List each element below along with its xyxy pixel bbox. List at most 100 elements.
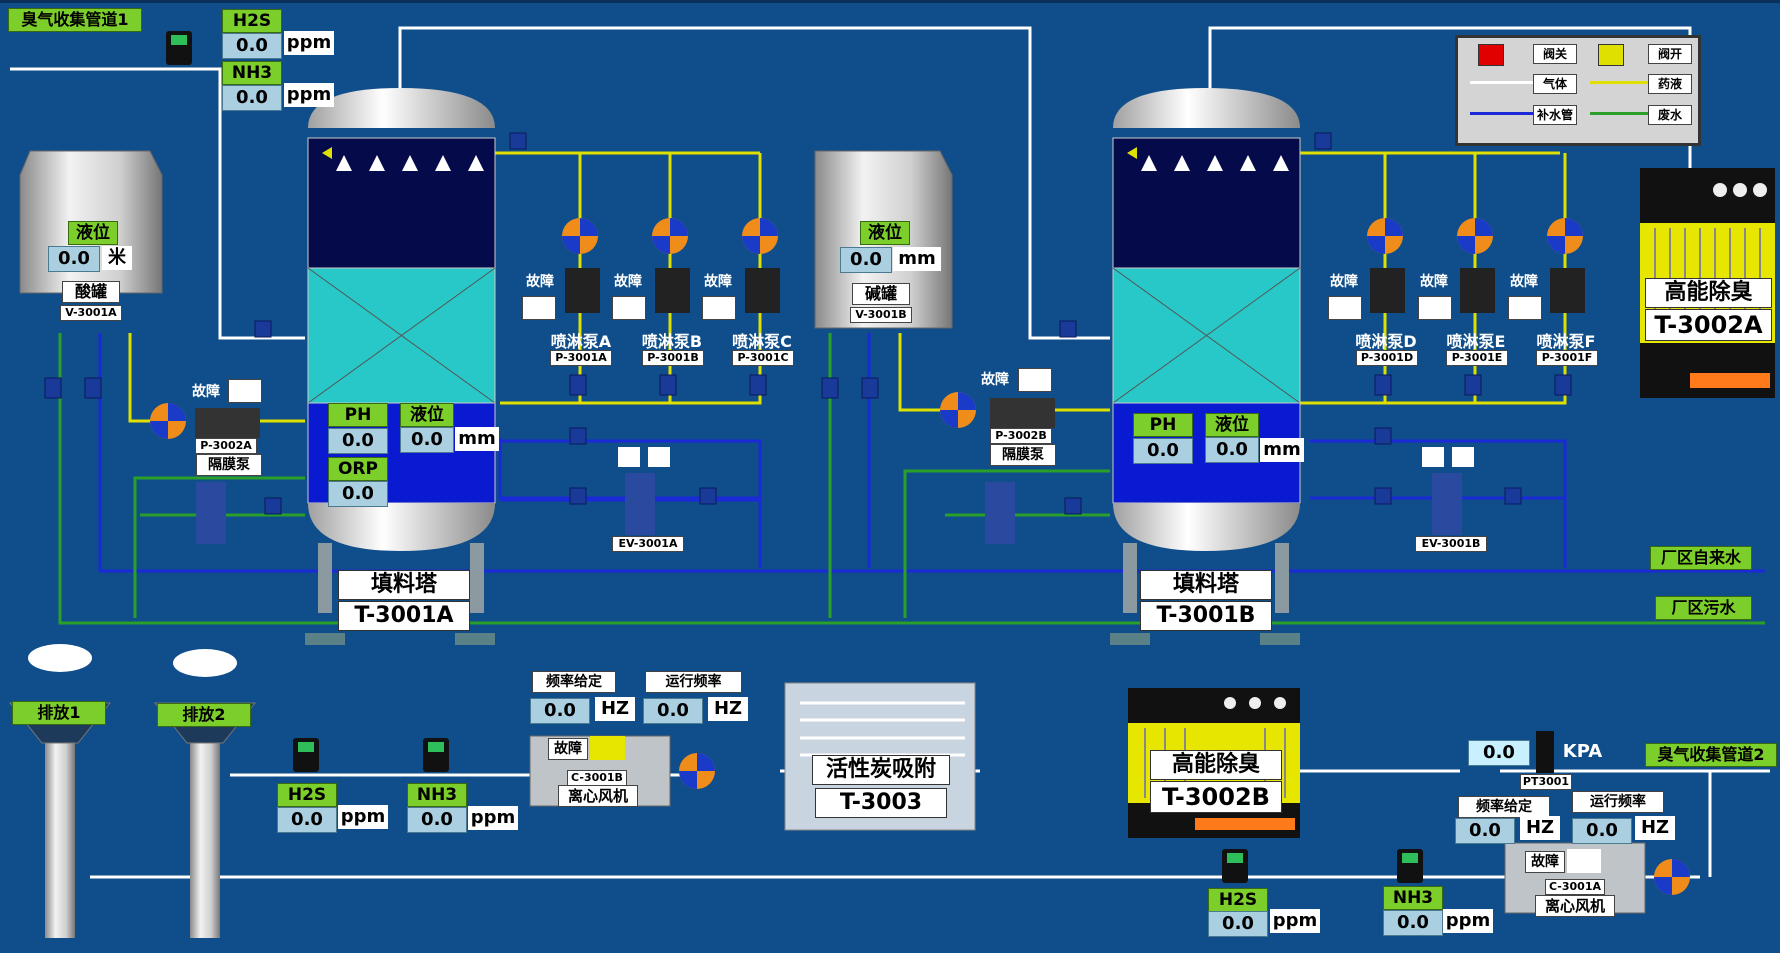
h2s-analyzer-icon — [166, 31, 192, 65]
alkali-level-label: 液位 — [860, 221, 910, 245]
pump-f-tag: P-3001F — [1536, 350, 1598, 366]
pump-a-fault-indicator — [522, 296, 556, 320]
inlet-nh3-unit: ppm — [284, 83, 334, 107]
pump-b-name: 喷淋泵B — [641, 332, 703, 351]
carbon-tag: T-3003 — [815, 788, 947, 818]
inlet-nh3-value: 0.0 — [222, 85, 282, 111]
pump-a-name: 喷淋泵A — [550, 332, 612, 351]
fan1-freq-run-value: 0.0 — [643, 698, 703, 724]
tower-b-level-value: 0.0 — [1205, 437, 1259, 463]
diaphragm-a-fault-label: 故障 — [192, 384, 220, 400]
pump-f-fault-label: 故障 — [1510, 274, 1538, 290]
ev-b-tag: EV-3001B — [1415, 536, 1487, 552]
tower-b-level-unit: mm — [1260, 438, 1304, 462]
pump-b-fault-indicator — [612, 296, 646, 320]
fan1-freq-set-label: 频率给定 — [532, 671, 616, 693]
alkali-tank-name: 碱罐 — [852, 283, 910, 305]
acid-tank-name: 酸罐 — [62, 281, 120, 303]
ev-a-indicator-2 — [648, 447, 670, 467]
fan1-freq-run-unit: HZ — [708, 697, 748, 721]
fan2-status-indicator — [1567, 849, 1601, 873]
alkali-tank-tag: V-3001B — [850, 307, 912, 323]
pump-d-tag: P-3001D — [1356, 350, 1418, 366]
tower-a-ph-label: PH — [328, 403, 388, 427]
sewage-label: 厂区污水 — [1655, 596, 1752, 620]
mid-h2s-analyzer-icon — [1222, 849, 1248, 883]
mid-h2s-label: H2S — [1208, 888, 1268, 912]
tower-a-level-value: 0.0 — [400, 427, 454, 453]
waste-line-swatch — [1590, 112, 1672, 115]
diaphragm-a-fault-indicator — [228, 379, 262, 403]
outlet-nh3-label: NH3 — [407, 783, 467, 807]
fan1-name: 离心风机 — [558, 785, 638, 807]
pump-c-fault-label: 故障 — [704, 274, 732, 290]
fan1-freq-set-unit: HZ — [595, 697, 635, 721]
tower-a-tag: T-3001A — [338, 601, 470, 631]
acid-level-label: 液位 — [68, 221, 118, 245]
mid-h2s-unit: ppm — [1270, 909, 1320, 933]
pump-d-name: 喷淋泵D — [1355, 332, 1417, 351]
tower-a-orp-label: ORP — [328, 457, 388, 481]
mid-nh3-value: 0.0 — [1383, 910, 1443, 936]
pressure-transmitter-icon — [1536, 731, 1554, 773]
outlet-nh3-unit: ppm — [468, 806, 518, 830]
tower-b-name: 填料塔 — [1140, 570, 1272, 600]
pump-c-fault-indicator — [702, 296, 736, 320]
alkali-level-value: 0.0 — [840, 247, 892, 273]
mid-nh3-unit: ppm — [1443, 909, 1493, 933]
legend-chemical: 药液 — [1648, 74, 1692, 94]
fan1-tag: C-3001B — [567, 770, 627, 786]
valve-closed-swatch — [1478, 44, 1504, 66]
tower-b-ph-value: 0.0 — [1133, 438, 1193, 464]
pump-b-tag: P-3001B — [642, 350, 704, 366]
deodor-a-tag: T-3002A — [1645, 309, 1772, 341]
pump-c-name: 喷淋泵C — [732, 332, 792, 351]
tower-a-level-unit: mm — [455, 427, 499, 451]
fan2-fault-label: 故障 — [1525, 851, 1565, 873]
deodor-b-name: 高能除臭 — [1150, 750, 1282, 780]
tower-b-ph-label: PH — [1133, 413, 1193, 437]
ev-b-indicator-1 — [1422, 447, 1444, 467]
pump-e-fault-indicator — [1418, 296, 1452, 320]
fan2-freq-run-unit: HZ — [1635, 816, 1675, 840]
pump-e-tag: P-3001E — [1446, 350, 1508, 366]
inlet-h2s-unit: ppm — [284, 31, 334, 55]
inlet-nh3-label: NH3 — [222, 61, 282, 85]
pump-e-name: 喷淋泵E — [1446, 332, 1506, 351]
tower-a-ph-value: 0.0 — [328, 428, 388, 454]
valve-open-swatch — [1598, 44, 1624, 66]
pump-d-fault-indicator — [1328, 296, 1362, 320]
pipe-label-inlet-1: 臭气收集管道1 — [8, 8, 142, 32]
inlet-h2s-value: 0.0 — [222, 33, 282, 59]
tower-b-level-label: 液位 — [1205, 413, 1259, 437]
pump-d-fault-label: 故障 — [1330, 274, 1358, 290]
fan1-freq-run-label: 运行频率 — [645, 671, 742, 693]
pipe-label-inlet-2: 臭气收集管道2 — [1645, 743, 1777, 767]
pump-b-fault-label: 故障 — [614, 274, 642, 290]
fan2-tag: C-3001A — [1545, 879, 1605, 895]
legend-panel: 阀关 阀开 气体 药液 补水管 废水 — [1455, 35, 1701, 146]
alkali-level-unit: mm — [893, 247, 941, 271]
gas-line-swatch — [1470, 81, 1552, 84]
fan2-freq-set-label: 频率给定 — [1458, 796, 1550, 818]
fan1-freq-set-value[interactable]: 0.0 — [530, 698, 590, 724]
tower-a-level-label: 液位 — [400, 403, 454, 427]
acid-level-unit: 米 — [102, 246, 132, 270]
fan2-freq-set-value[interactable]: 0.0 — [1455, 818, 1515, 844]
mid-nh3-analyzer-icon — [1397, 849, 1423, 883]
legend-valve-closed: 阀关 — [1533, 44, 1577, 64]
stack-2-label: 排放2 — [157, 703, 251, 727]
acid-tank-tag: V-3001A — [60, 305, 122, 321]
diaphragm-a-name: 隔膜泵 — [196, 454, 262, 476]
carbon-name: 活性炭吸附 — [812, 755, 950, 785]
pressure-value: 0.0 — [1468, 740, 1530, 766]
pump-f-name: 喷淋泵F — [1536, 332, 1596, 351]
pump-c-tag: P-3001C — [732, 350, 794, 366]
outlet-nh3-value: 0.0 — [407, 807, 467, 833]
tap-water-label: 厂区自来水 — [1650, 546, 1752, 570]
stack-1-label: 排放1 — [12, 701, 106, 725]
deodor-a-name: 高能除臭 — [1645, 278, 1772, 308]
deodor-b-tag: T-3002B — [1150, 781, 1282, 813]
fan2-freq-run-value: 0.0 — [1572, 818, 1632, 844]
